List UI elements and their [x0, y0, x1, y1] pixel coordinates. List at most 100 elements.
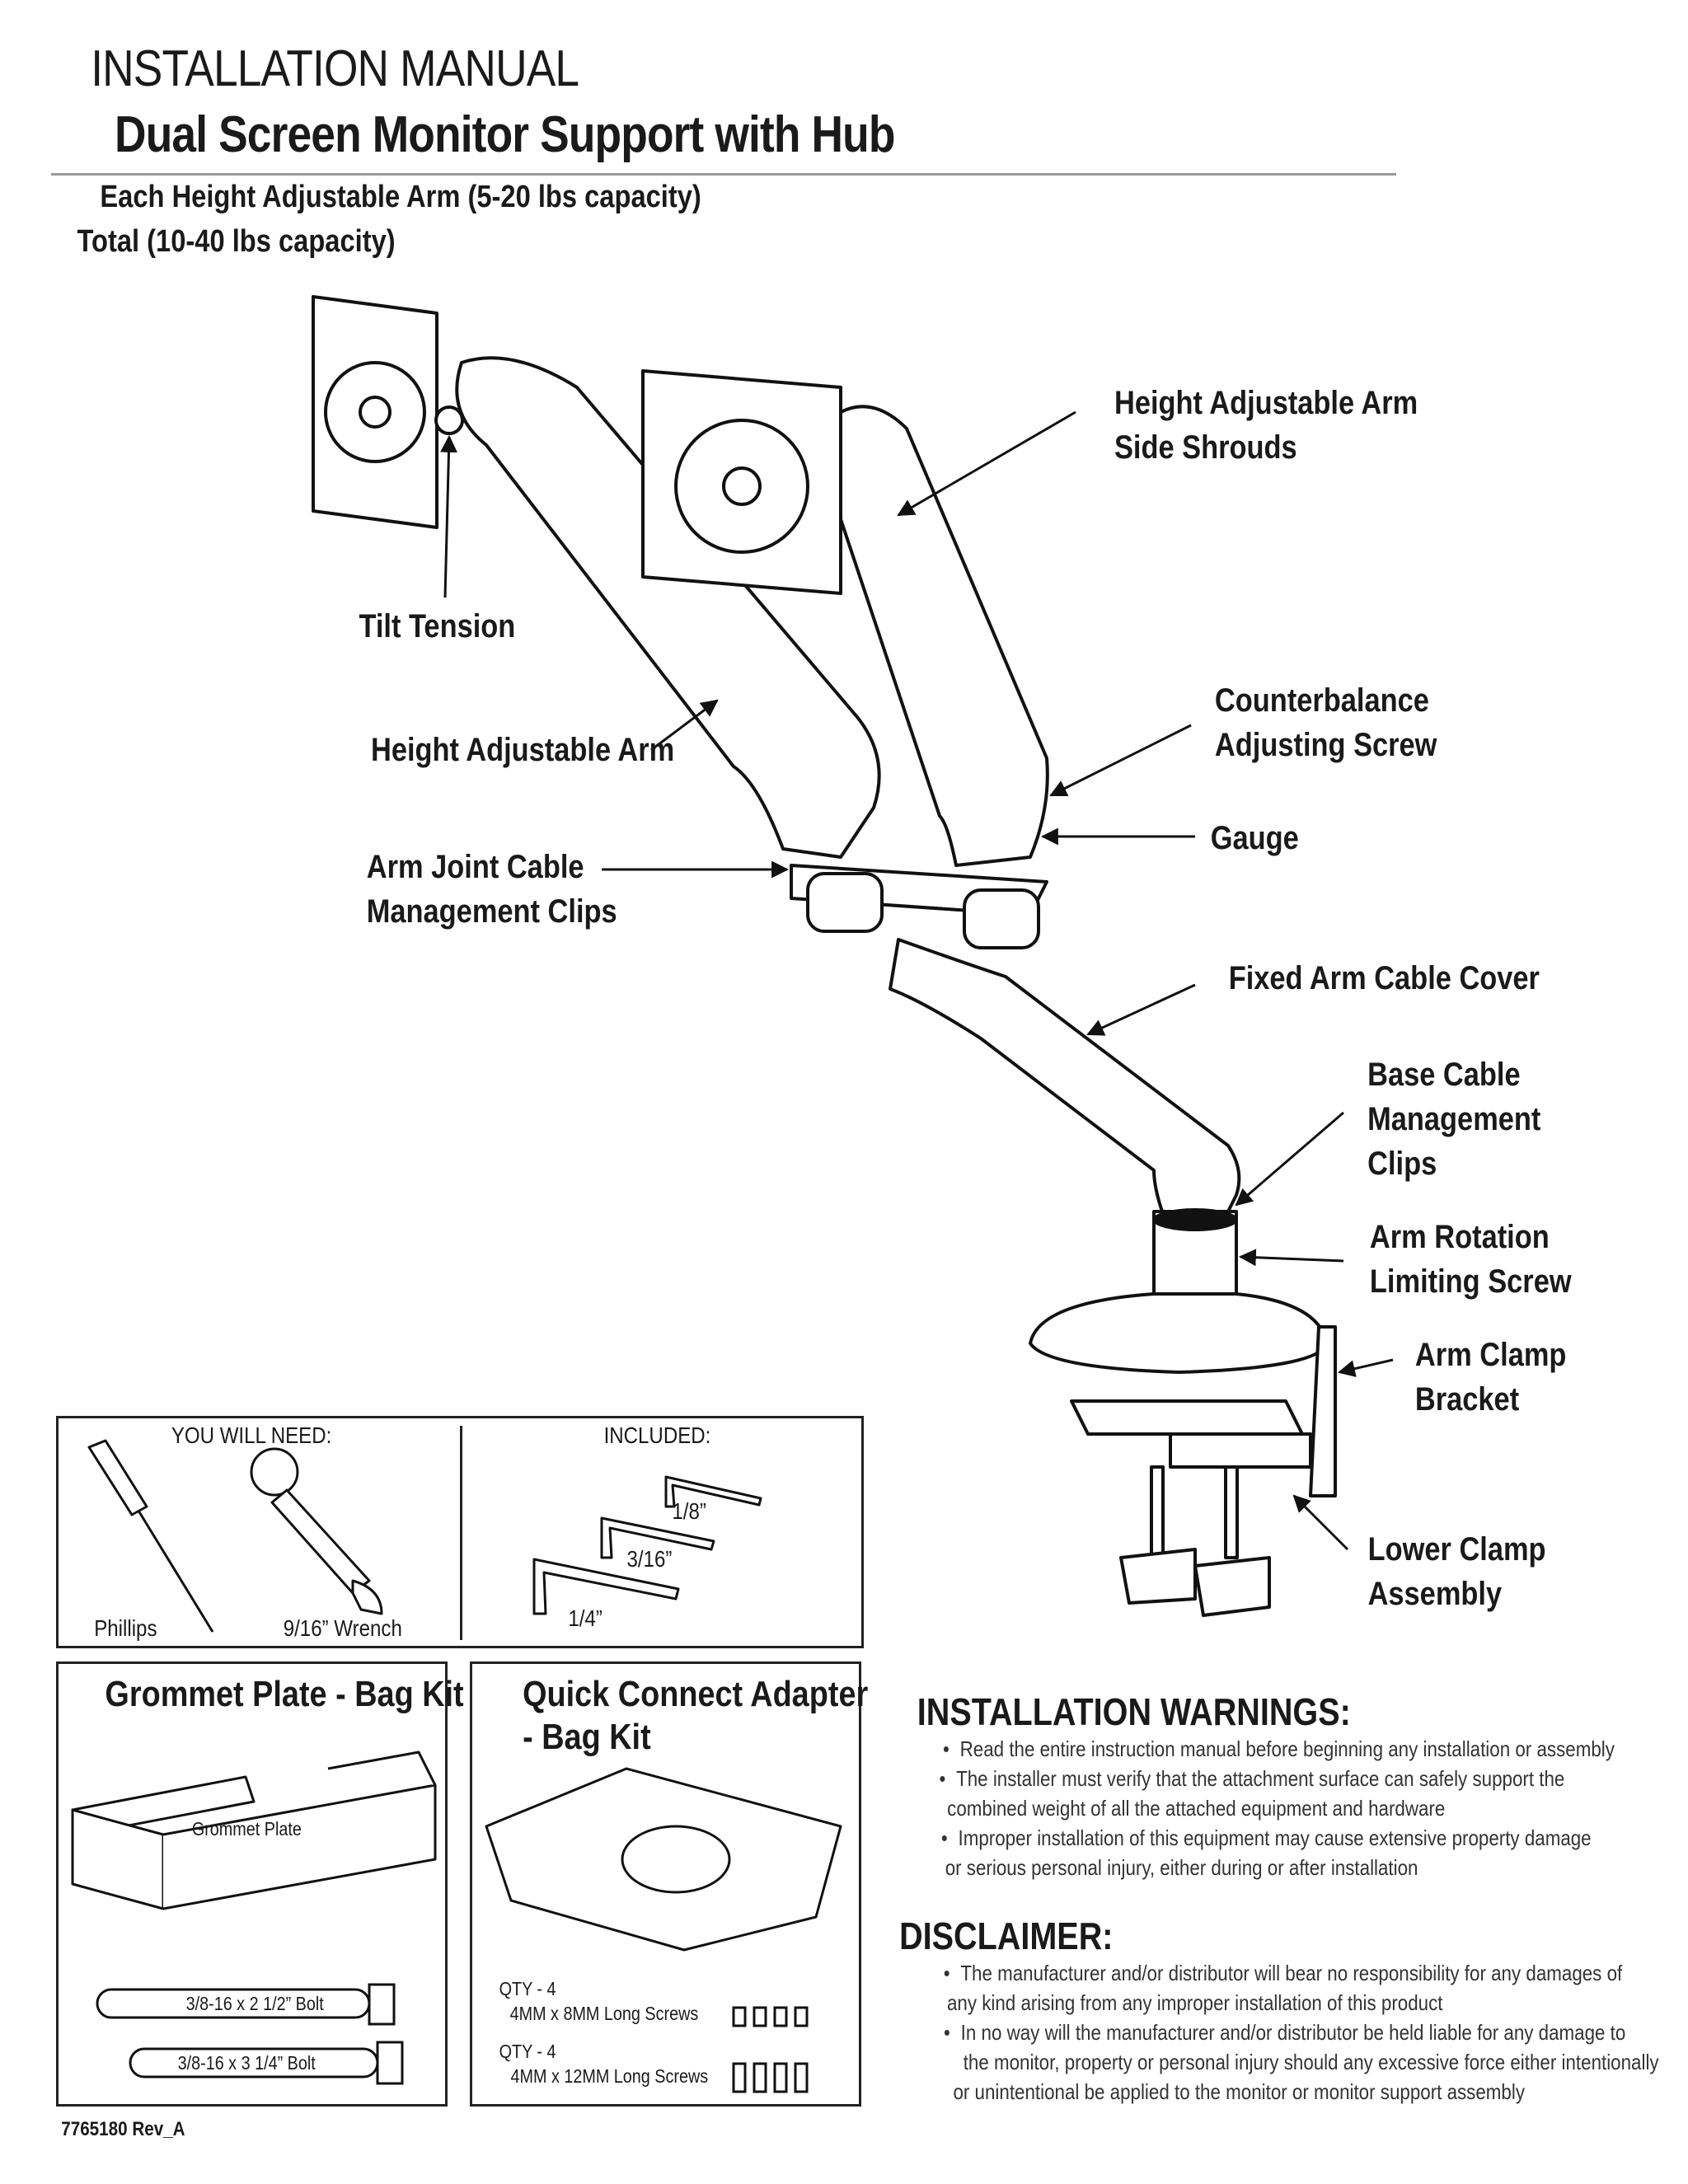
hex-key-large-icon [532, 1558, 680, 1615]
disclaimer-text: The manufacturer and/or distributor will… [960, 1961, 1623, 1985]
tools-illustration [87, 1439, 762, 1633]
screw-qty-2: QTY - 4 [499, 2041, 556, 2062]
base-disc [1029, 1292, 1329, 1374]
product-title: Dual Screen Monitor Support with Hub [115, 106, 895, 163]
warning-bullet: • Improper installation of this equipment… [941, 1823, 1592, 1853]
capacity-each: Each Height Adjustable Arm (5-20 lbs cap… [100, 180, 701, 214]
warning-text: The installer must verify that the attac… [956, 1766, 1565, 1791]
manual-label: INSTALLATION MANUAL [91, 40, 579, 97]
tilt-tension-knob [434, 405, 464, 435]
clamp-screw-left [1150, 1465, 1165, 1559]
disclaimer-text: In no way will the manufacturer and/or d… [960, 2020, 1626, 2045]
callout-text: Management Clips [366, 893, 617, 930]
callout-text: Side Shrouds [1114, 429, 1297, 466]
callout-text: Arm Joint Cable [366, 849, 584, 885]
callout-text: Assembly [1367, 1576, 1503, 1612]
hub-joint-right [963, 888, 1040, 949]
screwdriver-icon [87, 1439, 214, 1633]
callout-text: Limiting Screw [1369, 1263, 1572, 1300]
callout-text: Bracket [1414, 1381, 1520, 1418]
screw-spec-2: 4MM x 12MM Long Screws [510, 2065, 709, 2087]
adapter-kit-box [470, 1661, 861, 2107]
disclaimer-text-cont: the monitor, property or personal injury… [963, 2050, 1659, 2074]
tools-divider [460, 1426, 462, 1640]
disclaimer-text-cont: any kind arising from any improper insta… [946, 1990, 1443, 2015]
screw-spec-1: 4MM x 8MM Long Screws [509, 2003, 699, 2024]
bullet-dot: • [944, 2020, 950, 2045]
warning-text-cont: combined weight of all the attached equi… [947, 1796, 1446, 1821]
disclaimer-bullet: • In no way will the manufacturer and/or … [944, 2018, 1626, 2047]
callout-text: Arm Rotation [1369, 1219, 1550, 1255]
adapter-kit-title: Quick Connect Adapter - Bag Kit [523, 1673, 868, 1759]
warning-text-cont: or serious personal injury, either durin… [945, 1855, 1418, 1880]
capacity-total: Total (10-40 lbs capacity) [77, 224, 396, 259]
grommet-kit-title: Grommet Plate - Bag Kit [105, 1674, 464, 1714]
warning-bullet: •Read the entire instruction manual befo… [943, 1734, 1615, 1764]
callout-text: Height Adjustable Arm [1114, 385, 1418, 421]
callout-counterbalance: Counterbalance Adjusting Screw [1215, 678, 1437, 767]
hex-medium-label: 3/16” [626, 1546, 673, 1572]
short-screws-icon [732, 2006, 809, 2027]
clamp-bracket [1309, 1325, 1337, 1497]
warning-bullet: • The installer must verify that the atta… [939, 1764, 1565, 1793]
callout-rotation-screw: Arm Rotation Limiting Screw [1370, 1215, 1572, 1304]
disclaimer-bullet: • The manufacturer and/or distributor wil… [944, 1958, 1623, 1988]
disclaimer-heading: DISCLAIMER: [899, 1915, 1114, 1957]
bolt-2-5-icon [96, 1983, 396, 2026]
bullet-dot: • [943, 1736, 950, 1761]
callout-lower-clamp: Lower Clamp Assembly [1368, 1527, 1546, 1616]
left-height-arm [455, 356, 881, 859]
callout-tilt-tension: Tilt Tension [359, 608, 516, 644]
callout-clamp-bracket: Arm Clamp Bracket [1415, 1333, 1567, 1422]
grommet-plate-illustration [71, 1750, 437, 2085]
callout-text: Management [1367, 1101, 1541, 1137]
adapter-illustration [485, 1767, 842, 2093]
callout-text: Arm Clamp [1414, 1337, 1567, 1373]
bolt-2-label: 3/8-16 x 3 1/4” Bolt [177, 2052, 316, 2074]
callout-height-arm: Height Adjustable Arm [370, 732, 675, 768]
callout-base-cable-clips: Base Cable Management Clips [1367, 1052, 1540, 1186]
warnings-heading: INSTALLATION WARNINGS: [917, 1690, 1351, 1733]
callout-text: Lower Clamp [1367, 1531, 1546, 1568]
bolt-3-25-icon [129, 2041, 404, 2085]
callout-fixed-cover: Fixed Arm Cable Cover [1228, 960, 1540, 996]
header-divider [51, 173, 1396, 176]
title-line: Quick Connect Adapter [523, 1674, 869, 1714]
bolt-1-label: 3/8-16 x 2 1/2” Bolt [185, 1993, 324, 2014]
bullet-dot: • [939, 1766, 946, 1791]
right-plate-center [722, 466, 762, 506]
hex-large-label: 1/4” [568, 1605, 603, 1631]
callout-gauge: Gauge [1210, 820, 1299, 856]
warning-text: Improper installation of this equipment … [958, 1825, 1592, 1850]
phillips-label: Phillips [94, 1615, 157, 1641]
bullet-dot: • [940, 1825, 948, 1850]
base-cable-clip [1152, 1208, 1238, 1231]
monitor-arm-diagram [312, 295, 1394, 1617]
clamp-plate-lower [1169, 1432, 1312, 1469]
tools-box [56, 1416, 864, 1648]
grommet-plate-icon [71, 1750, 437, 1910]
screw-qty-1: QTY - 4 [499, 1978, 556, 1999]
callout-side-shrouds: Height Adjustable Arm Side Shrouds [1114, 381, 1418, 470]
part-number: 7765180 Rev_A [61, 2118, 185, 2140]
hub-joint-left [806, 872, 884, 933]
hex-small-label: 1/8” [672, 1498, 706, 1524]
quick-connect-plate-icon [485, 1767, 842, 1952]
left-plate-center [359, 396, 392, 429]
you-will-need-label: YOU WILL NEED: [171, 1422, 332, 1448]
bullet-dot: • [943, 1961, 950, 1985]
long-screws-icon [732, 2062, 809, 2093]
hex-key-small-icon [664, 1475, 762, 1508]
hex-key-medium-icon [600, 1516, 715, 1559]
callout-text: Counterbalance [1214, 682, 1429, 719]
disclaimer-text-cont: or unintentional be applied to the monit… [953, 2079, 1526, 2104]
title-line: - Bag Kit [523, 1717, 651, 1757]
callout-text: Clips [1367, 1146, 1437, 1182]
callout-text: Adjusting Screw [1214, 727, 1437, 763]
included-label: INCLUDED: [603, 1422, 711, 1448]
clamp-handle-left [1119, 1548, 1197, 1605]
clamp-plate-upper [1070, 1399, 1304, 1436]
callout-text: Base Cable [1367, 1057, 1521, 1093]
clamp-screw-right [1224, 1465, 1239, 1559]
grommet-plate-label: Grommet Plate [191, 1818, 302, 1840]
